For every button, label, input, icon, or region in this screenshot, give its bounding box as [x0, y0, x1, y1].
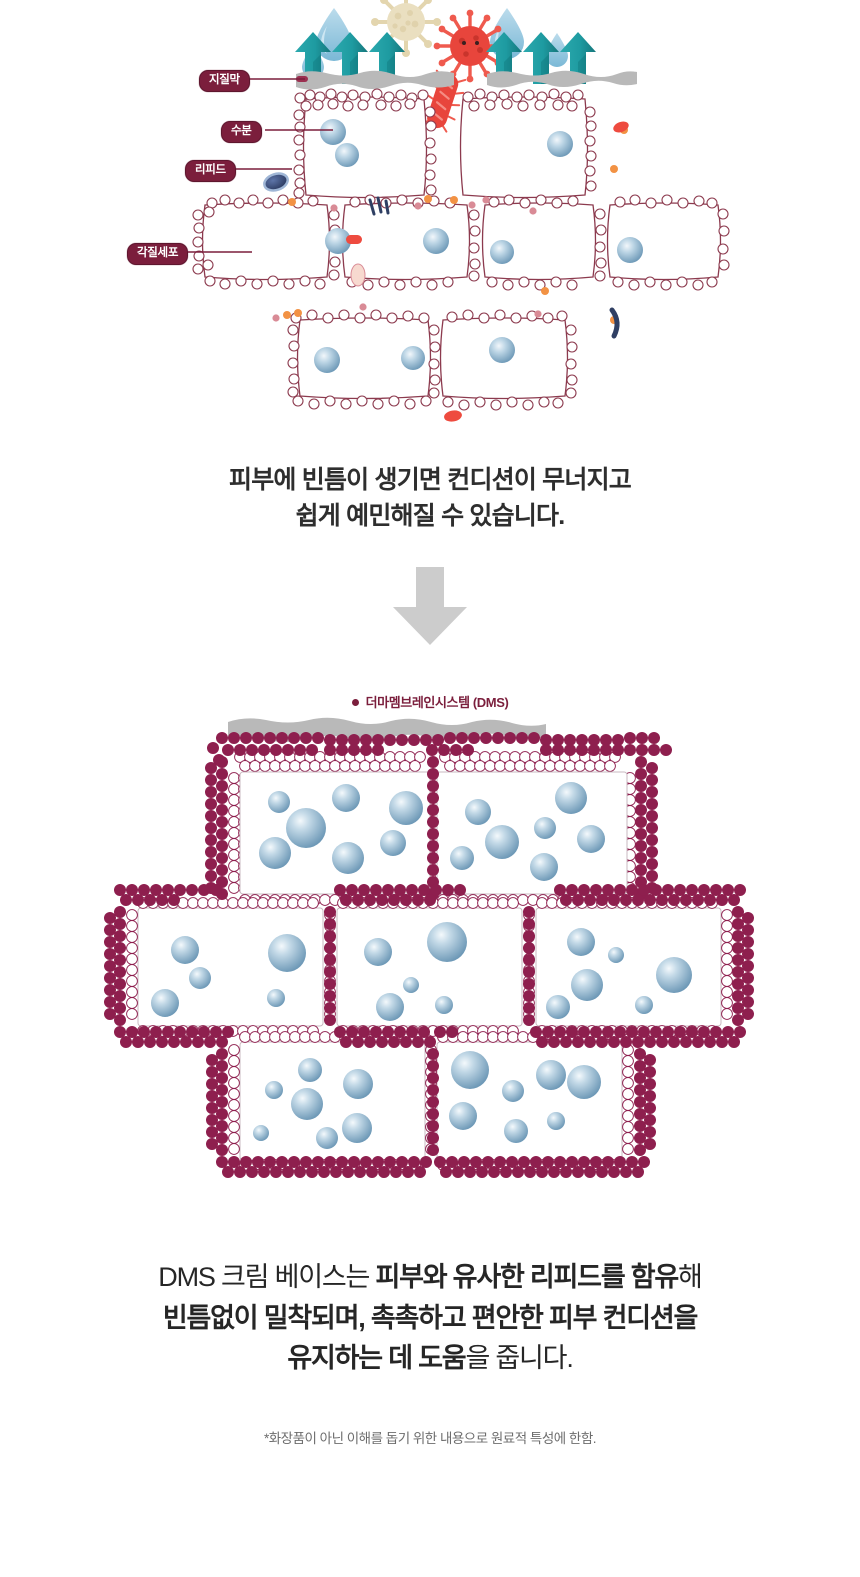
- callout-lipid-membrane: 지질막: [199, 70, 250, 93]
- headline-2-l1-light: DMS 크림 베이스는: [158, 1262, 376, 1292]
- arrow-down-icon: [393, 567, 467, 645]
- headline-2-l2-bold: 빈틈없이 밀착되며, 촉촉하고 편안한 피부 컨디션을: [162, 1302, 698, 1333]
- headline-2-l3-bold: 유지하는 데 도움: [287, 1343, 466, 1373]
- water-spheres-damaged: [314, 119, 643, 373]
- virus-beige-icon: [371, 0, 441, 57]
- headline-2-line-3: 유지하는 데 도움을 줍니다.: [0, 1338, 860, 1379]
- dms-legend: 더마멤브레인시스템 (DMS): [0, 692, 860, 711]
- callout-moisture: 수분: [221, 121, 262, 144]
- moisture-escape-arrows: [295, 32, 596, 84]
- headline-2-line-2: 빈틈없이 밀착되며, 촉촉하고 편안한 피부 컨디션을: [0, 1298, 860, 1339]
- callout-lipid: 리피드: [185, 160, 236, 183]
- dms-skin-barrier-diagram: [0, 710, 860, 1190]
- headline-2-l1-bold: 피부와 유사한 리피드를 함유: [375, 1262, 679, 1292]
- damaged-skin-barrier-diagram: [0, 0, 860, 440]
- headline-damaged-skin: 피부에 빈틈이 생기면 컨디션이 무너지고 쉽게 예민해질 수 있습니다.: [0, 462, 860, 535]
- downward-flow-arrow: [0, 563, 860, 654]
- headline-2-line-1: DMS 크림 베이스는 피부와 유사한 리피드를 함유해: [0, 1257, 860, 1298]
- headline-1-line-1: 피부에 빈틈이 생기면 컨디션이 무너지고: [229, 466, 632, 494]
- lipid-particles: [263, 121, 629, 422]
- skin-surface-line: [296, 70, 637, 90]
- headline-1-line-2: 쉽게 예민해질 수 있습니다.: [295, 502, 566, 531]
- legend-dot-icon: [351, 699, 359, 706]
- callout-corneocyte: 각질세포: [127, 243, 189, 266]
- headline-2-l1-light-end: 해: [678, 1262, 703, 1292]
- dms-lipid-beads: [104, 732, 754, 1178]
- dms-cells-row2: [137, 907, 722, 1027]
- headline-2-l3-light: 을 줍니다.: [465, 1343, 573, 1373]
- water-spheres-dms: [151, 782, 692, 1149]
- footnote-text: *화장품이 아닌 이해를 돕기 위한 내용으로 원료적 특성에 한함.: [263, 1431, 597, 1446]
- headline-dms-benefit: DMS 크림 베이스는 피부와 유사한 리피드를 함유해 빈틈없이 밀착되며, …: [0, 1257, 860, 1379]
- dms-legend-label: 더마멤브레인시스템 (DMS): [365, 695, 509, 710]
- callout-leader-lines: [184, 78, 333, 253]
